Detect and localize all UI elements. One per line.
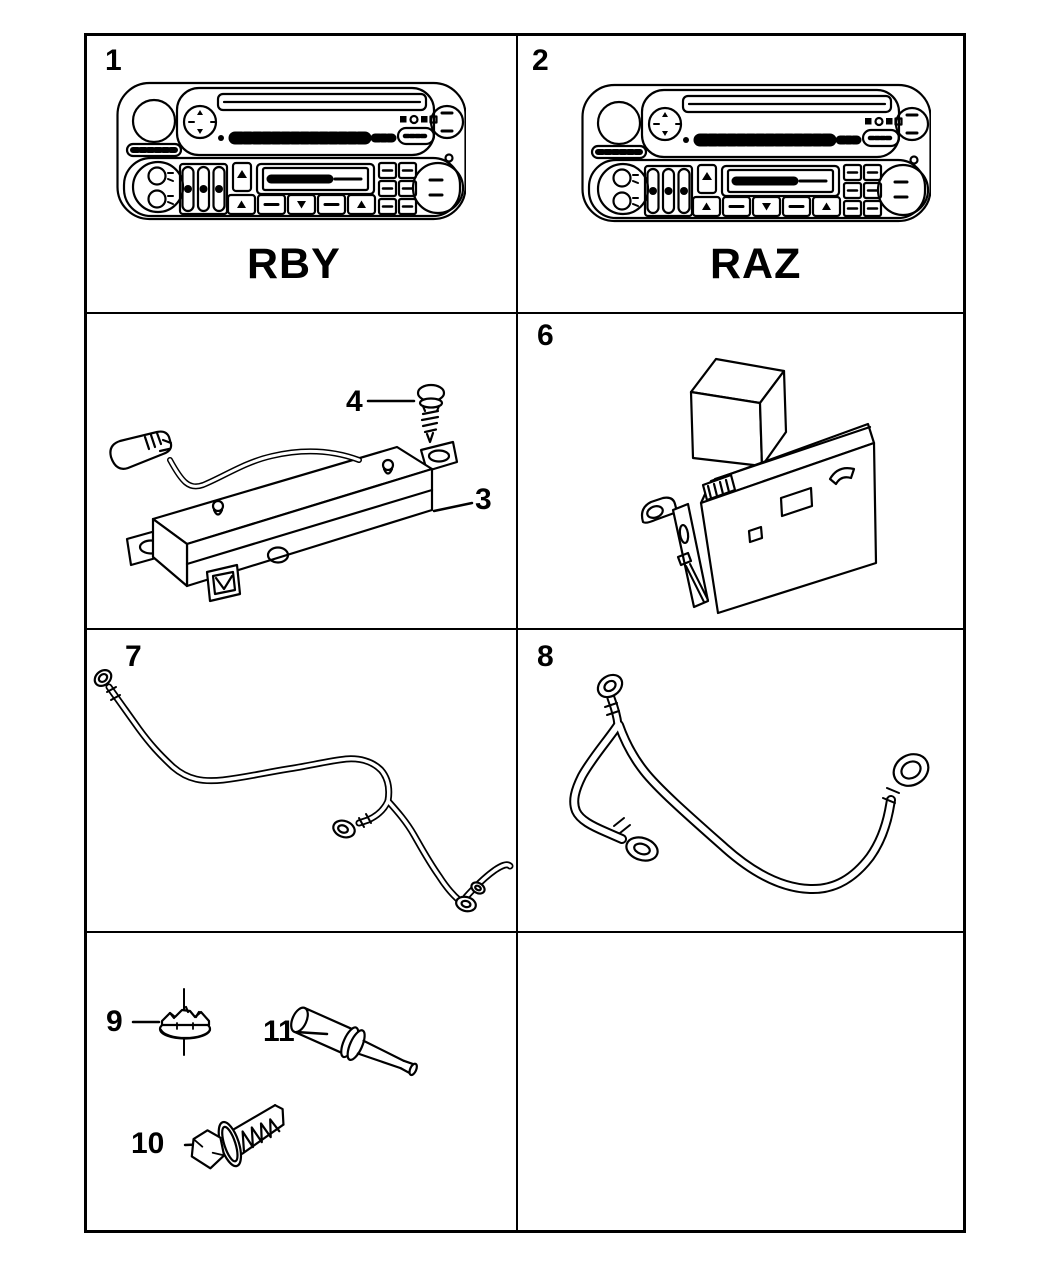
rivet-icon (290, 1006, 418, 1077)
module-illustration (640, 357, 878, 615)
callout-8: 8 (537, 640, 554, 673)
callout-7: 7 (125, 640, 142, 673)
callout-10: 10 (131, 1127, 165, 1160)
cell-radio-raz: 2 RAZ (518, 36, 963, 312)
cell-amplifier: 4 3 (87, 314, 518, 628)
radio-rby-illustration (116, 81, 466, 221)
cell-hardware: 9 10 11 (87, 933, 518, 1230)
parts-diagram-sheet: 1 RBY 2 RAZ (84, 33, 966, 1233)
callout-2: 2 (532, 44, 549, 77)
leader-line-3 (432, 501, 474, 513)
amplifier-module-art (109, 430, 459, 603)
leader-line-11 (294, 1030, 329, 1036)
callout-1: 1 (105, 44, 122, 77)
cell-battery-cable: 8 (518, 630, 963, 931)
callout-3: 3 (475, 483, 492, 516)
module-box-art (640, 357, 878, 615)
radio-raz-illustration (581, 83, 931, 223)
bolt-icon (190, 1104, 285, 1170)
row-modules: 4 3 6 (87, 314, 963, 630)
row-hardware: 9 10 11 (87, 933, 963, 1230)
radio-raz-caption: RAZ (710, 240, 802, 288)
radio-rby-caption: RBY (247, 240, 341, 288)
callout-6: 6 (537, 319, 554, 352)
battery-cable-illustration (569, 673, 930, 895)
row-cables: 7 (87, 630, 963, 933)
nut-icon (158, 988, 212, 1056)
hardware-illustration (131, 988, 418, 1170)
amplifier-illustration (109, 383, 474, 603)
callout-11: 11 (263, 1015, 295, 1048)
cell-ground-strap: 7 (87, 630, 518, 931)
battery-cable-art (569, 673, 930, 895)
cell-empty (518, 933, 963, 1230)
screw-icon (416, 383, 446, 444)
ground-strap-art (93, 669, 514, 913)
callout-9: 9 (106, 1005, 123, 1038)
cell-module: 6 (518, 314, 963, 628)
cell-radio-rby: 1 RBY (87, 36, 518, 312)
row-radios: 1 RBY 2 RAZ (87, 36, 963, 314)
callout-4: 4 (346, 385, 363, 418)
ground-strap-illustration (93, 669, 514, 913)
